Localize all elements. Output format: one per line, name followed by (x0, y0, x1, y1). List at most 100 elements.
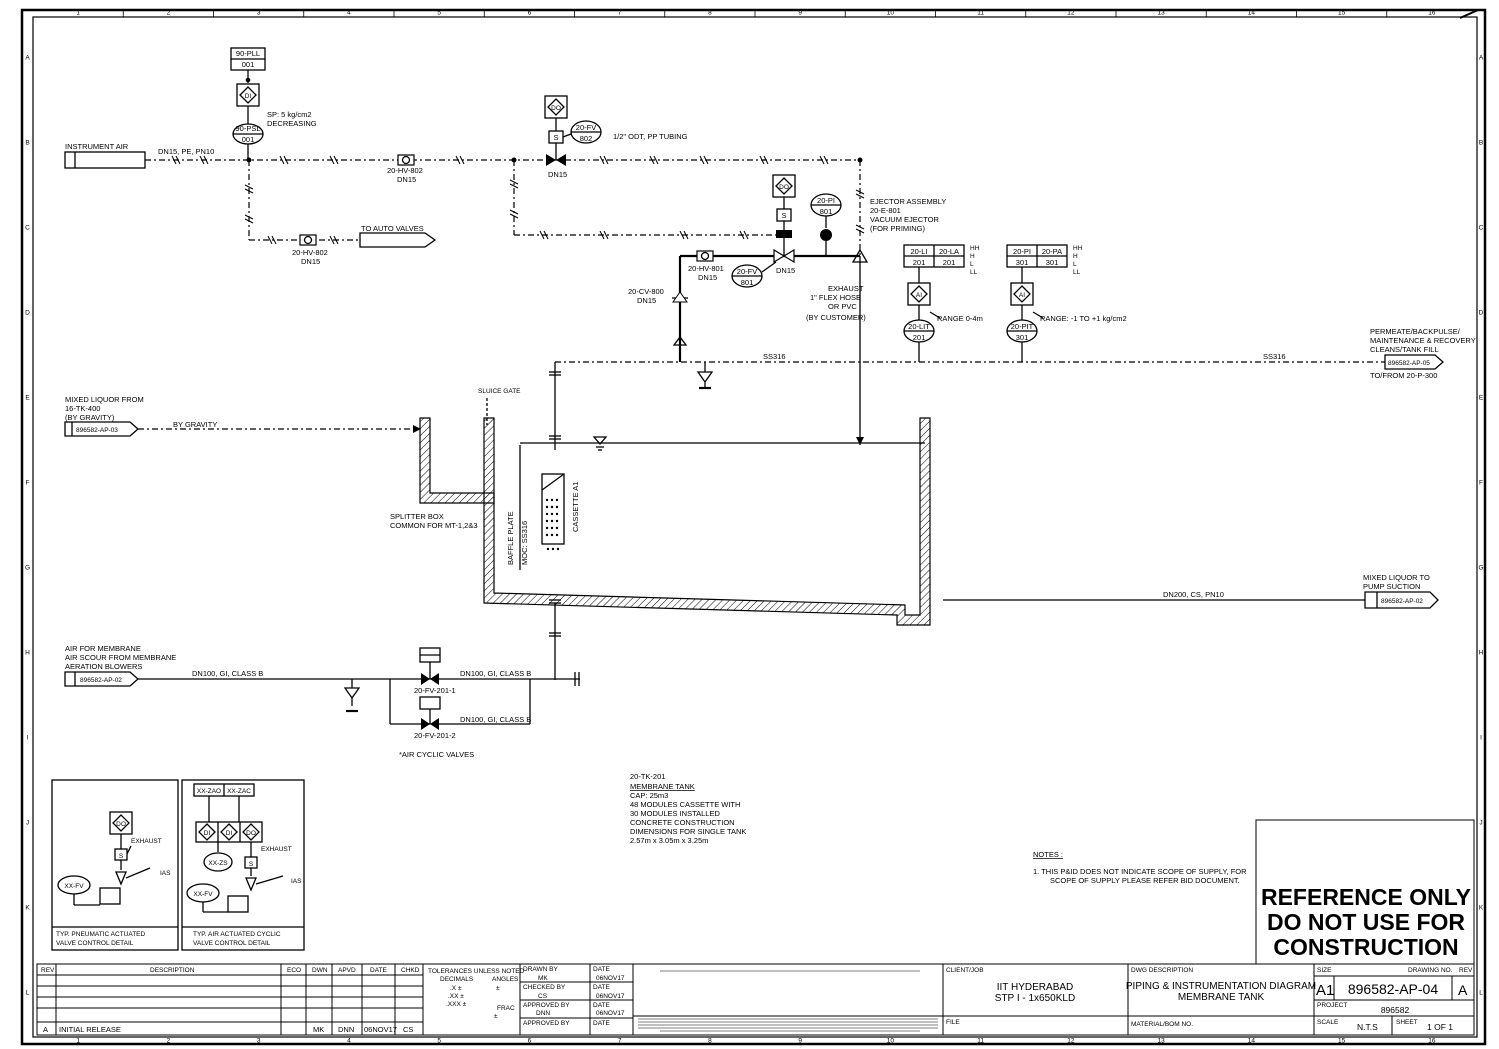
fv801-num: 801 (741, 278, 754, 287)
tb-dwn-hdr: DWN (312, 967, 328, 974)
fv801-tag: 20-FV (737, 267, 757, 276)
tb-rev-dwn: MK (313, 1025, 324, 1034)
pit-range: RANGE: -1 TO +1 kg/cm2 (1040, 314, 1127, 323)
dn15-label-5: DN15 (776, 266, 795, 275)
mixed-to-label-2: PUMP SUCTION (1363, 582, 1420, 591)
pa-tag: 20-PA (1042, 247, 1062, 256)
tb-date-lbl-1: DATE (593, 966, 611, 973)
ss316-label-1: SS316 (763, 352, 786, 361)
la-ll: LL (970, 269, 978, 276)
pit-tag: 20-PIT (1011, 322, 1034, 331)
to-auto-valves-arrow (359, 232, 437, 248)
border-col-label: 7 (618, 1038, 622, 1045)
sluice-gate-label: SLUICE GATE (478, 388, 521, 395)
tb-rev-date: 06NOV17 (364, 1025, 397, 1034)
tank-note-4: 48 MODULES CASSETTE WITH (630, 800, 740, 809)
border-col-label: 16 (1428, 1038, 1436, 1045)
tb-date-lbl-3: DATE (593, 1002, 611, 1009)
tank-note-2: MEMBRANE TANK (630, 782, 695, 791)
tb-desc-hdr: DESCRIPTION (150, 967, 195, 974)
border-row-label: L (1479, 990, 1483, 997)
level-instruments: 20-LI 201 20-LA 201 HH H L LL AI 20-LIT … (903, 244, 1127, 362)
tb-desc-2: MEMBRANE TANK (1178, 992, 1265, 1003)
border-row-label: F (1479, 480, 1483, 487)
border-col-label: 16 (1428, 10, 1436, 17)
border-row-label: A (25, 55, 30, 62)
tank-note-3: CAP: 25m3 (630, 791, 668, 800)
tb-project-val: 896582 (1381, 1005, 1410, 1015)
tb-scale-val: N.T.S (1357, 1022, 1378, 1032)
border-row-label: I (1480, 735, 1482, 742)
d1-do-icon: DO (116, 821, 126, 828)
dn15-label-4: DN15 (698, 273, 717, 282)
border-row-label: E (1479, 395, 1484, 402)
d1-ias: IAS (160, 870, 171, 877)
tb-tol-pm-2: ± (494, 1013, 498, 1020)
tb-rev-lbl: REV (1459, 967, 1473, 974)
d1-caption-2: VALVE CONTROL DETAIL (56, 940, 134, 947)
cyclic-label: *AIR CYCLIC VALVES (399, 750, 474, 759)
cv800-label: 20-CV-800 (628, 287, 664, 296)
mixed-label-2: 16-TK-400 (65, 404, 100, 413)
d2-caption-1: TYP. AIR ACTUATED CYCLIC (193, 931, 281, 938)
tb-drawing-no: 896582-AP-04 (1348, 981, 1439, 997)
pll-num: 001 (242, 60, 255, 69)
pit-num: 301 (1016, 333, 1029, 342)
tb-initial-release: INITIAL RELEASE (59, 1025, 121, 1034)
permeate-header: SS316 SS316 896582-AP-05 PERMEATE/BACKPU… (549, 327, 1476, 450)
border-col-label: 3 (257, 1038, 261, 1045)
ejector-label-4: (FOR PRIMING) (870, 224, 925, 233)
tb-approved-by-2: APPROVED BY (523, 1020, 570, 1027)
membrane-tank: SLUICE GATE SPLITTER BOX COMMON FOR MT-1… (390, 388, 1439, 680)
border-col-label: 9 (798, 10, 802, 17)
border-col-label: 12 (1067, 1038, 1075, 1045)
tb-tol-3: ANGLES (492, 976, 519, 983)
title-block: REV DESCRIPTION ECO DWN APVD DATE CHKD A… (36, 963, 1475, 1036)
tb-file-lbl: FILE (946, 1019, 960, 1026)
la-h: H (970, 253, 975, 260)
psl-setpoint-2: DECREASING (267, 119, 317, 128)
reference-stamp: REFERENCE ONLY DO NOT USE FOR CONSTRUCTI… (1255, 819, 1475, 965)
stamp-line-2: DO NOT USE FOR (1267, 909, 1465, 935)
do-icon-2: DO (779, 184, 789, 191)
tb-eco-hdr: ECO (287, 967, 301, 974)
tb-sheet-val: 1 OF 1 (1427, 1022, 1453, 1032)
border-col-label: 11 (977, 10, 984, 17)
dn100-label-1: DN100, GI, CLASS B (192, 669, 263, 678)
exhaust-label-2: 1" FLEX HOSE (810, 293, 861, 302)
solenoid-icon-2: S (781, 211, 786, 220)
permeate-label-1: PERMEATE/BACKPULSE/ (1370, 327, 1461, 336)
d2-di-icon-2: DI (226, 830, 233, 837)
border-col-label: 10 (887, 10, 895, 17)
pa-hh: HH (1073, 245, 1083, 252)
odt-label: 1/2" ODT, PP TUBING (613, 132, 688, 141)
exhaust-label-1: EXHAUST (828, 284, 864, 293)
d1-exhaust: EXHAUST (131, 838, 162, 845)
tb-client-1: IIT HYDERABAD (997, 982, 1074, 993)
lit-num: 201 (913, 333, 926, 342)
ss316-label-2: SS316 (1263, 352, 1286, 361)
tb-checked-by: CHECKED BY (523, 984, 566, 991)
d2-zac: XX-ZAC (227, 788, 251, 795)
tb-tol-pm-1: ± (496, 985, 500, 992)
border-col-label: 9 (798, 1038, 802, 1045)
dn15-label-2: DN15 (301, 257, 320, 266)
tb-drawing-no-lbl: DRAWING NO. (1408, 967, 1453, 974)
border-row-label: H (25, 650, 30, 657)
typical-detail-1: DO S EXHAUST IAS XX-FV TYP. PNEUMATIC AC… (51, 779, 179, 951)
instrument-air-label: INSTRUMENT AIR (65, 142, 129, 151)
border-col-label: 15 (1338, 1038, 1346, 1045)
la-hh: HH (970, 245, 980, 252)
border-col-label: 12 (1067, 10, 1075, 17)
tank-note-5: 30 MODULES INSTALLED (630, 809, 720, 818)
d1-caption-1: TYP. PNEUMATIC ACTUATED (56, 931, 146, 938)
permeate-label-2: MAINTENANCE & RECOVERY (1370, 336, 1476, 345)
ejector-label-2: 20-E-801 (870, 206, 901, 215)
border-col-label: 7 (618, 10, 622, 17)
tb-drawn-by: DRAWN BY (523, 966, 558, 973)
border-row-label: J (1479, 820, 1482, 827)
la-num: 201 (943, 258, 956, 267)
border-row-label: G (25, 565, 30, 572)
splitter-label-2: COMMON FOR MT-1,2&3 (390, 521, 478, 530)
